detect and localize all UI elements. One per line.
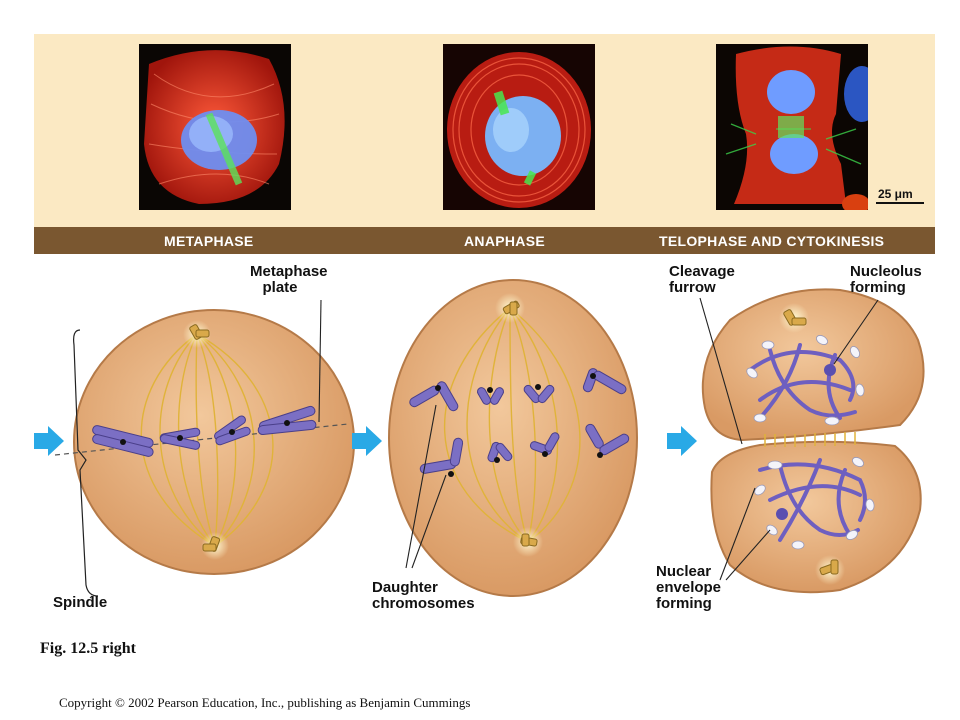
nucleoli (776, 364, 836, 520)
phase-arrows (34, 426, 697, 456)
figure-caption: Fig. 12.5 right (40, 640, 136, 657)
label-metaphase-plate: Metaphase plate (250, 263, 328, 296)
label-cleavage-furrow: Cleavage furrow (669, 263, 735, 296)
telophase-cells (701, 288, 925, 594)
metaphase-cell (54, 309, 355, 575)
telophase-centrosome-top (779, 303, 809, 333)
daughter-chromosomes-lower (419, 423, 630, 474)
arrow-icon (34, 426, 64, 456)
label-spindle: Spindle (53, 594, 108, 611)
cleavage-furrow-fibers (764, 432, 856, 447)
phase-label-telophase: TELOPHASE AND CYTOKINESIS (659, 233, 885, 249)
anaphase-centromeres (435, 373, 603, 477)
label-daughter-chromosomes: Daughter chromosomes (372, 579, 475, 612)
metaphase-centromeres (120, 420, 290, 445)
mitosis-diagram (34, 279, 925, 599)
phase-label-anaphase: ANAPHASE (464, 233, 545, 249)
telophase-leaders (699, 297, 879, 581)
label-nuclear-envelope-forming: Nuclear envelope forming (656, 563, 722, 612)
centrosome-top (183, 320, 211, 348)
daughter-chromosomes-leaders (405, 404, 447, 569)
anaphase-centrosome-top (495, 293, 525, 323)
phase-label-metaphase: METAPHASE (164, 233, 254, 249)
metaphase-plate-leader (318, 299, 322, 423)
telophase-micrograph (716, 44, 868, 210)
arrow-icon (352, 426, 382, 456)
nuclear-envelope-fragments (746, 335, 875, 550)
copyright-notice: Copyright © 2002 Pearson Education, Inc.… (59, 695, 471, 710)
anaphase-spindle (443, 307, 581, 543)
telophase-centrosome-bottom (815, 555, 845, 585)
centrosome-bottom (201, 532, 229, 560)
anaphase-centrosome-bottom (513, 527, 543, 557)
anaphase-cell (388, 279, 638, 597)
telophase-chromatin-top (748, 343, 857, 420)
scale-bar (876, 202, 924, 204)
spindle-bracket (73, 329, 99, 597)
anaphase-micrograph (443, 44, 595, 210)
label-nucleolus-forming: Nucleolus forming (850, 263, 922, 296)
telophase-chromatin-bottom (758, 458, 867, 542)
arrow-icon (667, 426, 697, 456)
metaphase-micrograph (139, 44, 291, 210)
scale-bar-label: 25 μm (878, 187, 913, 201)
phase-label-bar: METAPHASE ANAPHASE TELOPHASE AND CYTOKIN… (34, 227, 935, 254)
